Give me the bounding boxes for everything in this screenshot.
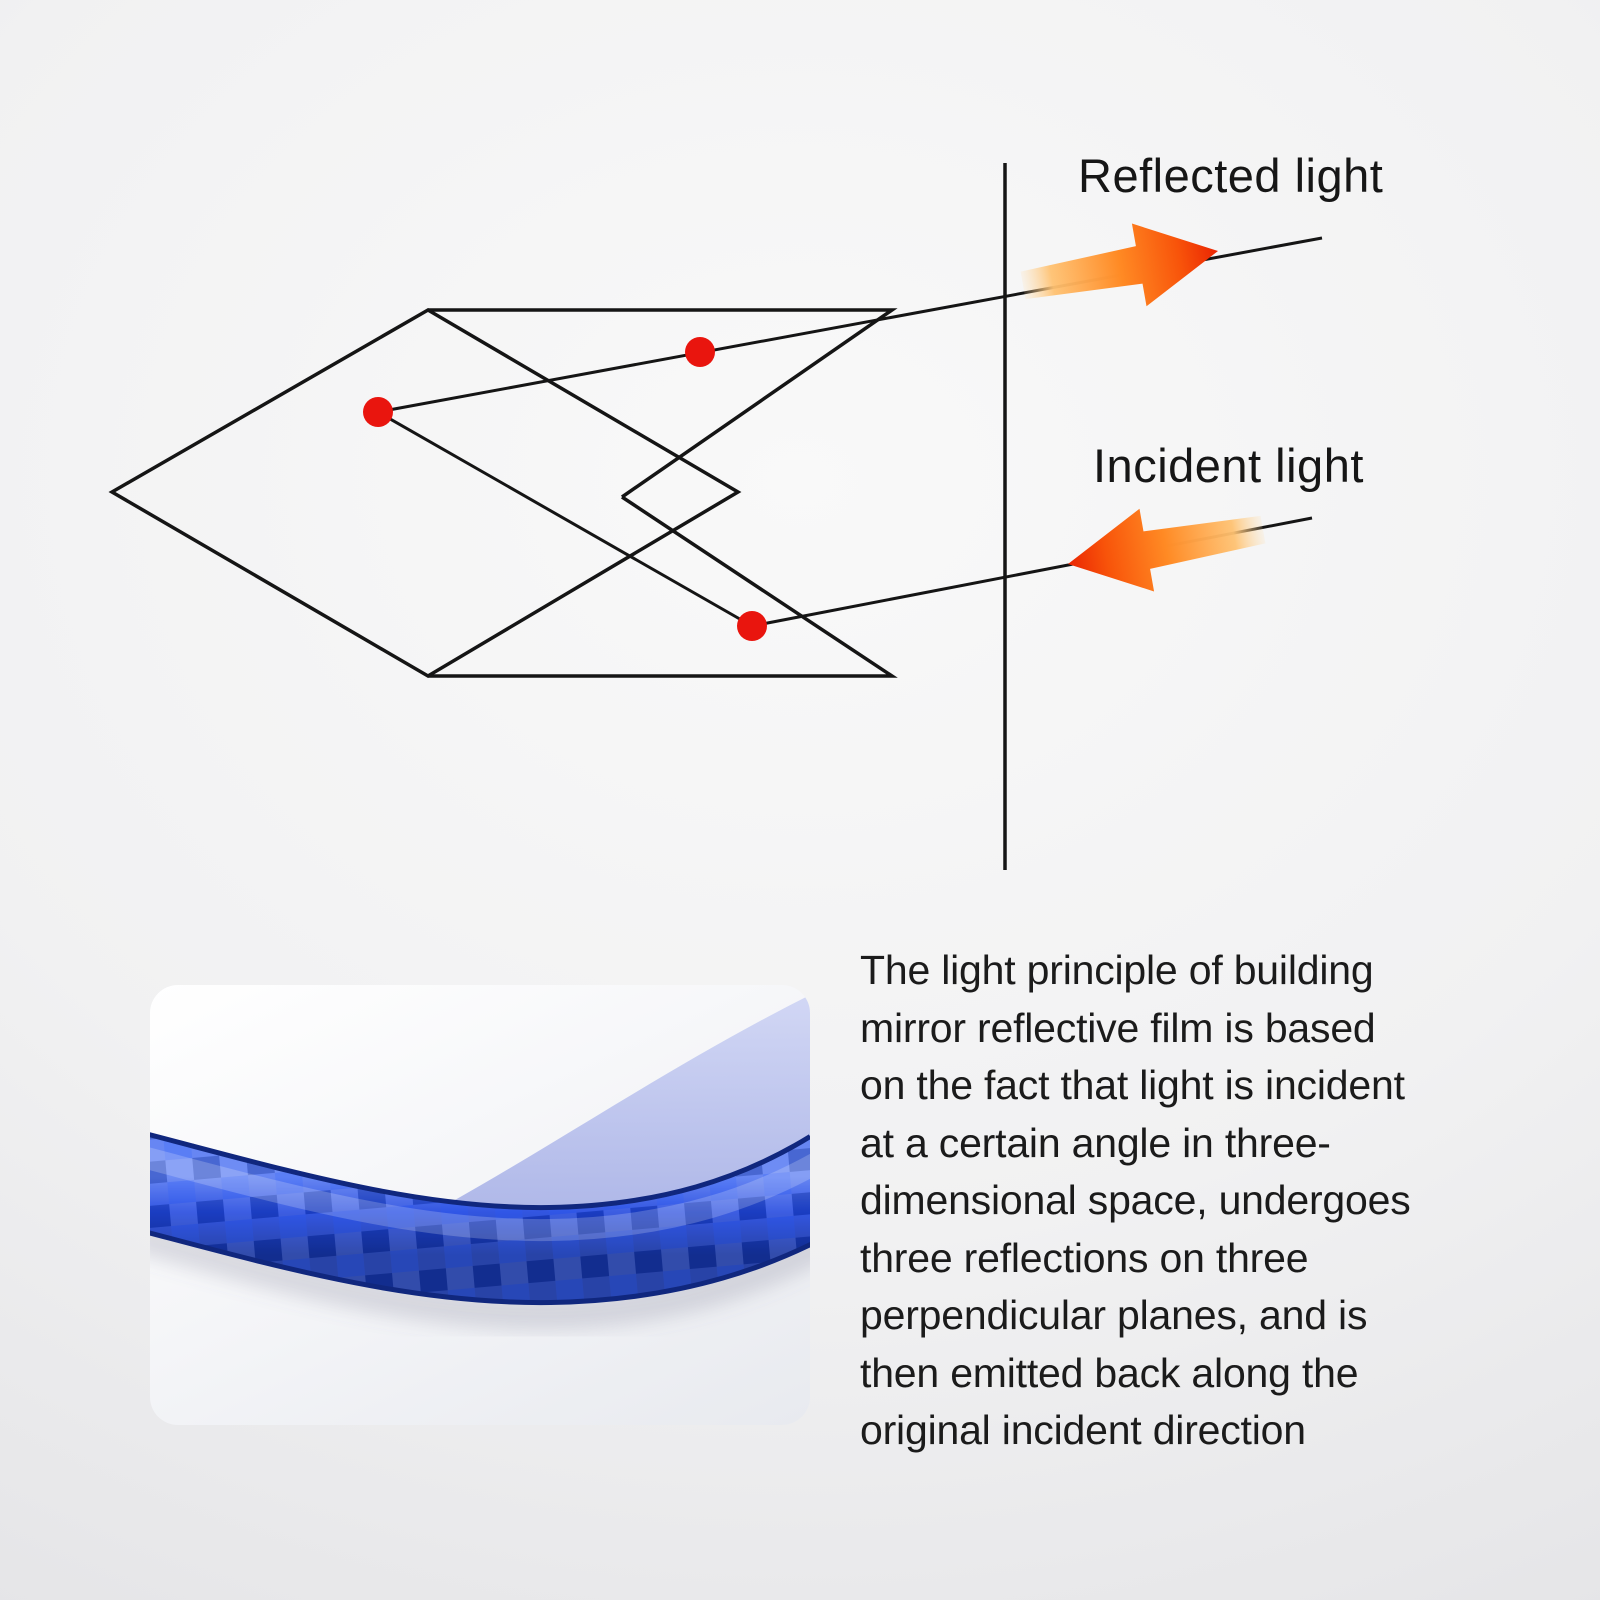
light-rays	[377, 236, 1323, 628]
caption-line: The light principle of building	[860, 947, 1374, 993]
caption-line: dimensional space, undergoes	[860, 1177, 1411, 1223]
caption-line: original incident direction	[860, 1407, 1306, 1453]
reflected-light-label: Reflected light	[1078, 149, 1384, 202]
internal-ray-line	[377, 410, 753, 628]
reflected-light-arrow	[1020, 223, 1218, 307]
prism-top-facet	[428, 308, 898, 499]
prism-rhombus	[108, 307, 742, 679]
tape-shadow	[150, 1221, 810, 1331]
reflection-point-bottom	[737, 611, 767, 641]
caption-line: on the fact that light is incident	[860, 1062, 1405, 1108]
incident-light-label: Incident light	[1093, 439, 1364, 492]
tape-band-sheen	[150, 1147, 810, 1242]
caption-line: then emitted back along the	[860, 1349, 1359, 1396]
caption-line: three reflections on three	[860, 1234, 1309, 1281]
reflection-point-top	[685, 337, 715, 367]
principle-caption: The light principle of building mirror r…	[860, 942, 1411, 1460]
tape-backing	[455, 995, 810, 1208]
prism-outline	[108, 307, 898, 679]
reflection-point-left	[363, 397, 393, 427]
reflection-points	[363, 337, 767, 641]
incident-arrow-shape	[1068, 508, 1266, 592]
incident-light-arrow	[1068, 508, 1266, 592]
caption-line: mirror reflective film is based	[860, 1004, 1376, 1051]
tape-band-texture	[150, 1137, 810, 1301]
product-photo	[150, 985, 810, 1425]
reflected-arrow-shape	[1020, 223, 1218, 307]
prism-bottom-facet	[428, 495, 898, 678]
tape-illustration	[150, 995, 810, 1331]
caption-line: perpendicular planes, and is	[860, 1292, 1368, 1338]
caption-line: at a certain angle in three-	[860, 1119, 1331, 1166]
